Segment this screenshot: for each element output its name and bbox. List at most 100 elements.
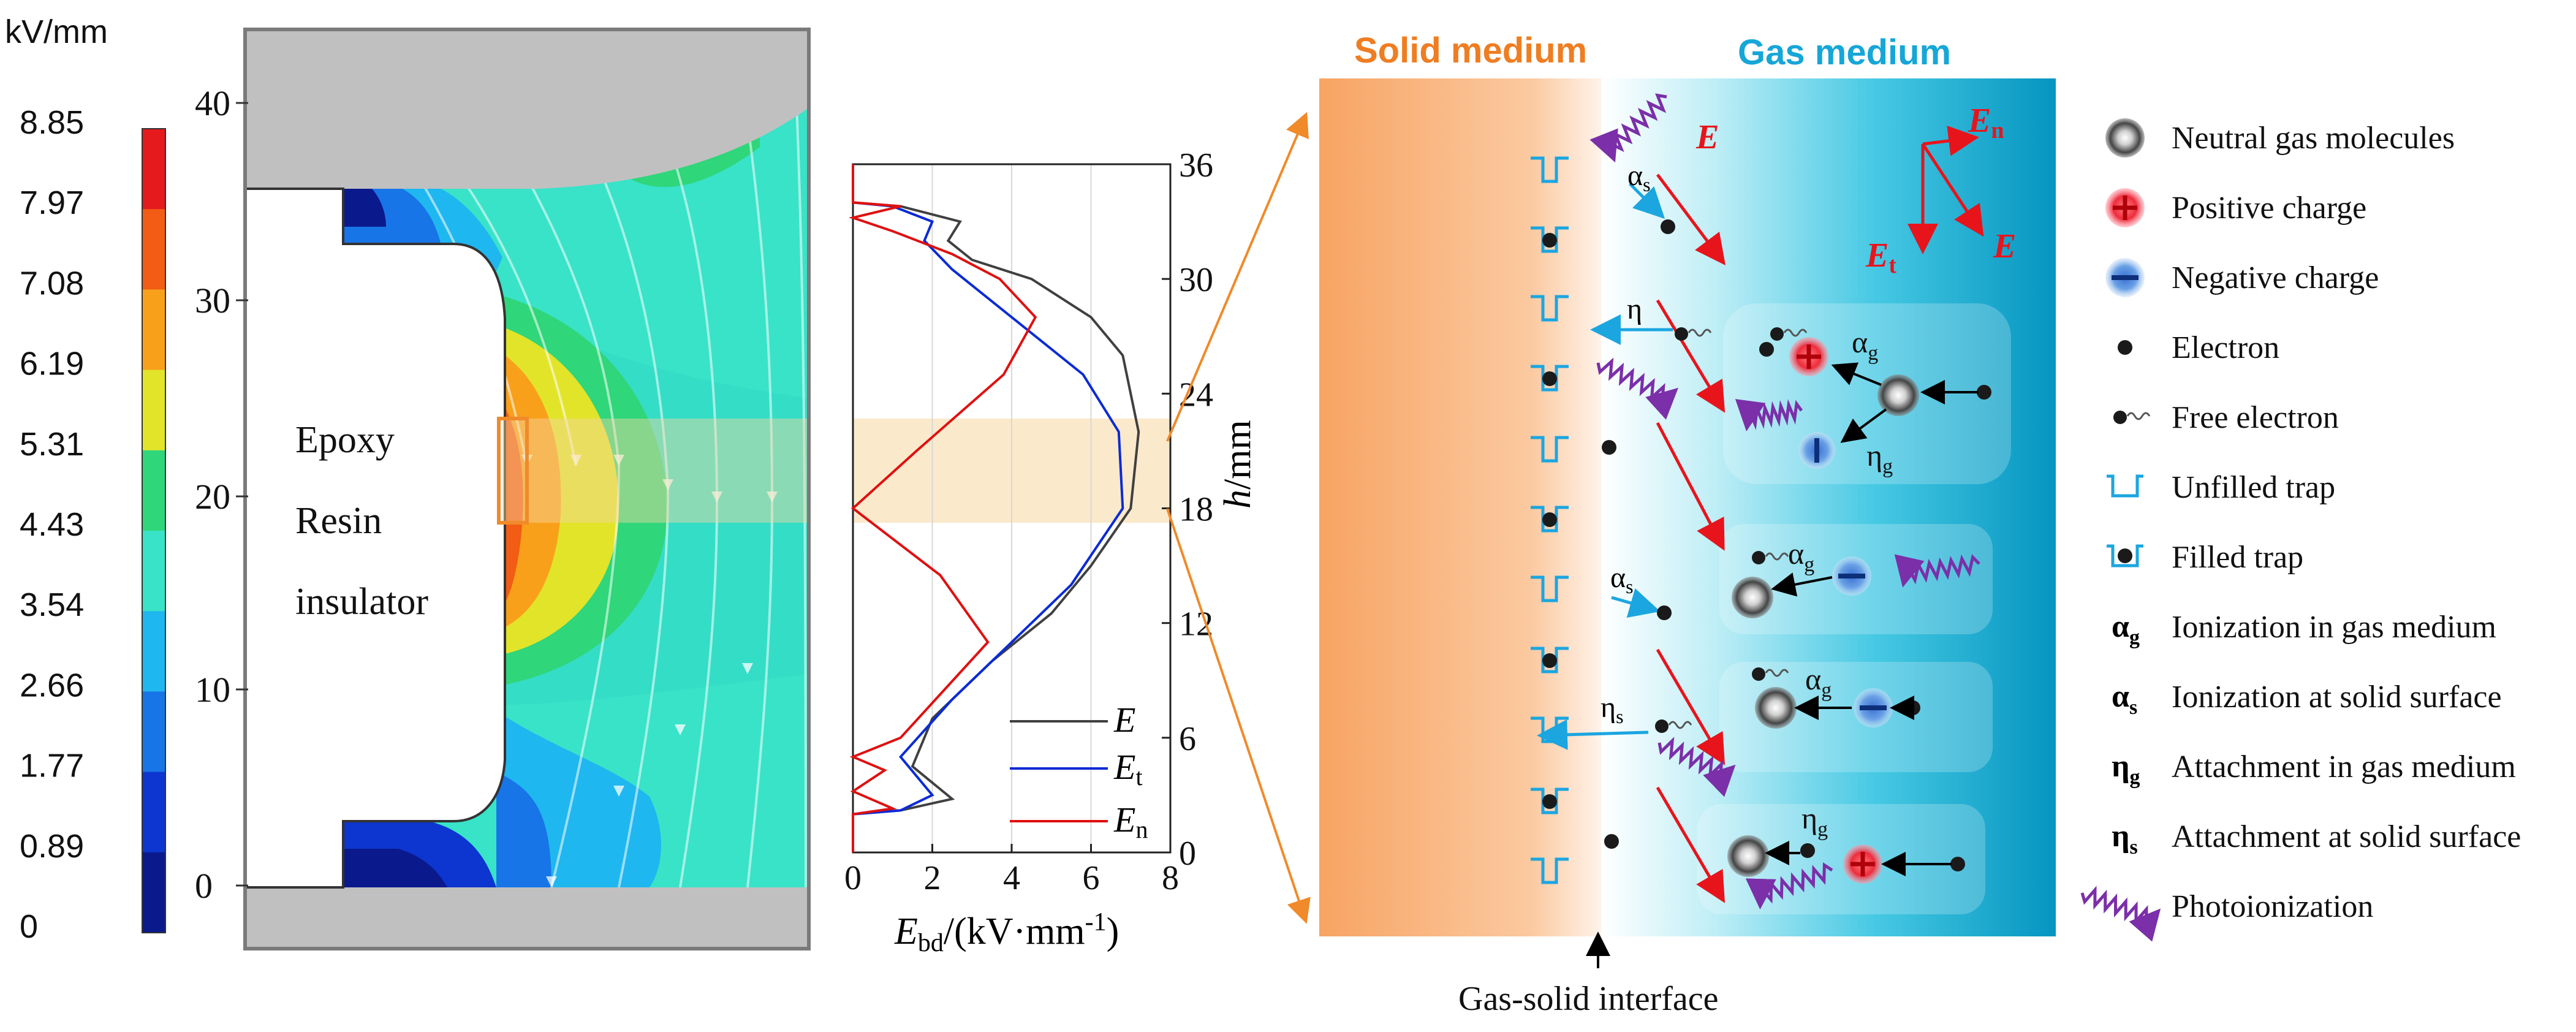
colorbar-swatch (142, 129, 165, 210)
legend-label: Positive charge (2172, 191, 2366, 226)
profile-legend: E Et En (1010, 700, 1148, 843)
profile-x-tick-label: 2 (924, 859, 941, 897)
legend-label: Filled trap (2172, 540, 2303, 575)
electron (1977, 385, 1991, 400)
legend-label: Neutral gas molecules (2172, 121, 2455, 156)
field-contour-map (245, 29, 809, 949)
colorbar-tick-label: 1.77 (20, 748, 84, 784)
trapped-electron (1542, 794, 1557, 809)
process-arrow (1831, 362, 1882, 386)
profile-x-axis-label: Ebd/(kV·mm-1) (894, 908, 1119, 957)
colorbar-tick-label: 2.66 (20, 667, 84, 704)
legend-label: Electron (2172, 330, 2279, 365)
colorbar-tick-label: 0.89 (20, 828, 84, 865)
legend-item-free-electron: Free electron (2113, 400, 2339, 435)
colorbar-tick-label: 7.97 (20, 184, 84, 221)
legend-label: Free electron (2172, 400, 2339, 435)
trapped-electron (1542, 371, 1557, 386)
colorbar-tick-label: 3.54 (20, 586, 84, 623)
colorbar-tick-label: 0 (20, 908, 38, 945)
process-symbol: ηg (1866, 438, 1893, 478)
free-electron-tail (2126, 412, 2151, 420)
legend-e: E (1113, 700, 1135, 740)
legend-item-photon: Photoionization (2080, 886, 2373, 942)
photon (2080, 886, 2161, 942)
unfilled-trap (1531, 857, 1569, 884)
free-electron-tail (1668, 721, 1692, 729)
process-arrow (1771, 572, 1833, 597)
free-electron (1752, 551, 1765, 564)
photon (1596, 357, 1678, 420)
insulator-label-line2: Resin (295, 500, 382, 542)
unfilled-trap (1531, 436, 1569, 463)
profile-right-axis-label: h/mm (1217, 420, 1259, 509)
filled-trap (1531, 365, 1569, 392)
legend-symbol: αg (2112, 609, 2140, 649)
colorbar-swatch (142, 209, 165, 290)
trap-electron (2118, 548, 2132, 563)
profile-right-tick-label: 18 (1179, 491, 1213, 529)
electron (1906, 700, 1920, 715)
process-symbol: αg (1852, 325, 1878, 365)
colorbar-tick-label: 7.08 (20, 265, 84, 302)
photon (1735, 399, 1803, 431)
legend-item-negative: Negative charge (2105, 258, 2379, 297)
colorbar-swatch (142, 531, 165, 612)
process-symbol: ηg (1801, 801, 1828, 841)
gas-medium-title: Gas medium (1738, 32, 1951, 72)
colorbar-tick-label: 5.31 (20, 426, 84, 463)
colorbar-unit: kV/mm (5, 13, 108, 50)
colorbar-swatch (142, 852, 165, 933)
colorbar-frame (142, 128, 166, 933)
trapped-electron (1542, 653, 1557, 668)
field-y-tick-label: 20 (195, 477, 230, 517)
legend-label: Unfilled trap (2172, 470, 2335, 505)
neutral-molecule (1732, 577, 1773, 618)
filled-trap (1531, 226, 1569, 253)
profile-right-tick-label: 12 (1179, 605, 1213, 643)
photon (1589, 93, 1667, 163)
process-symbol: αg (1805, 662, 1832, 702)
legend-item-unfilled-trap: Unfilled trap (2107, 470, 2335, 505)
photon (1657, 737, 1736, 797)
legend-symbol: ηs (2112, 819, 2138, 859)
mechanism-diagram: Solid medium Gas medium E En Et E (1319, 31, 2056, 1018)
filled-trap (1531, 506, 1569, 533)
profile-x-tick-label: 4 (1003, 859, 1020, 897)
particles: αg ηg αg αg ηg (1727, 325, 1991, 884)
legend-item-positive: Positive charge (2105, 188, 2366, 227)
legend-label: Ionization in gas medium (2172, 610, 2496, 645)
interface-traps (1531, 156, 1569, 884)
legend-et: Et (1113, 747, 1143, 791)
process-arrow (1840, 408, 1887, 443)
solid-medium-region (1319, 78, 1601, 936)
unfilled-trap-icon (2107, 474, 2143, 498)
plus-sign (1797, 344, 1821, 369)
legend-label: Negative charge (2172, 260, 2379, 295)
profile-right-tick-label: 36 (1179, 146, 1213, 184)
legend-item-alpha-g: αg Ionization in gas medium (2112, 609, 2496, 649)
neutral-molecule (2105, 118, 2145, 157)
trapped-electron (1542, 233, 1557, 248)
legend-item-filled-trap: Filled trap (2107, 540, 2303, 575)
free-electron (1752, 667, 1765, 681)
colorbar-tick-label: 4.43 (20, 506, 84, 543)
free-electron (1655, 719, 1669, 733)
filled-trap (1531, 787, 1569, 814)
legend-label: Attachment in gas medium (2172, 749, 2516, 784)
free-electron-tail (1688, 328, 1712, 337)
free-electron-tail (1765, 669, 1789, 677)
free-electron-tail (1765, 552, 1789, 561)
trapped-electron (1542, 512, 1557, 527)
process-symbol: αg (1788, 536, 1814, 576)
insulator-label-line1: Epoxy (295, 419, 395, 461)
field-y-tick-label: 10 (195, 670, 230, 710)
colorbar-swatch (142, 450, 165, 531)
legend-item-neutral: Neutral gas molecules (2105, 118, 2455, 157)
